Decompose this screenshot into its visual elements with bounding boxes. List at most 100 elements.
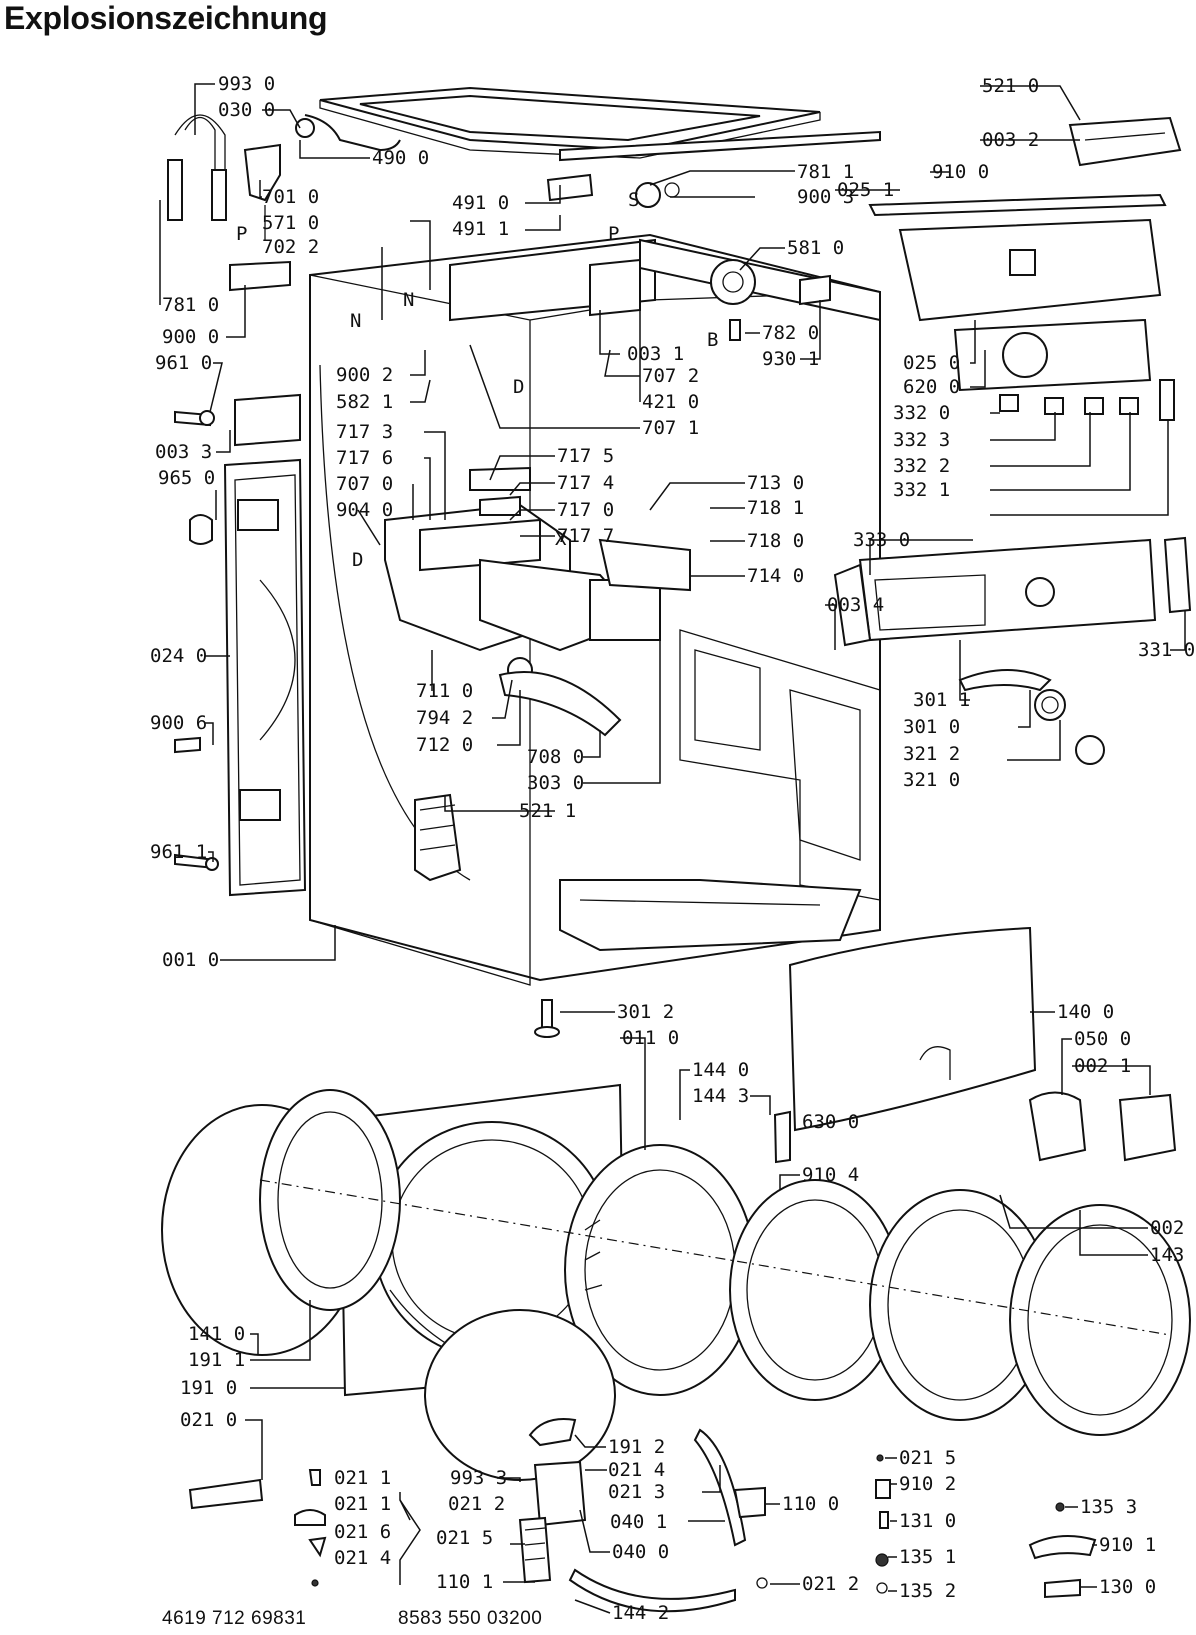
part-number-label: 021 0 — [180, 1409, 237, 1431]
part-number-label: 713 0 — [747, 472, 804, 494]
part-number-label: 191 2 — [608, 1436, 665, 1458]
rear-tub-191 — [161, 1089, 401, 1356]
part-number-label: 141 0 — [188, 1323, 245, 1345]
part-number-label: 904 0 — [336, 499, 393, 521]
detergent-dispenser — [384, 466, 691, 737]
part-number-label: 021 4 — [608, 1459, 665, 1481]
part-number-label: 331 0 — [1138, 639, 1195, 661]
part-number-label: 714 0 — [747, 565, 804, 587]
part-number-label: 900 3 — [797, 186, 854, 208]
part-number-label: 491 1 — [452, 218, 509, 240]
part-number-label: 144 2 — [612, 1602, 669, 1624]
part-number-label: 021 4 — [334, 1547, 391, 1569]
part-number-label: 130 0 — [1099, 1576, 1156, 1598]
part-number-label: 021 2 — [802, 1573, 859, 1595]
door-gasket-144 — [564, 1144, 756, 1396]
part-number-label: 781 0 — [162, 294, 219, 316]
part-number-label: 900 2 — [336, 364, 393, 386]
part-number-label: 332 2 — [893, 455, 950, 477]
part-number-label: 630 0 — [802, 1111, 859, 1133]
part-number-label: 021 5 — [436, 1527, 493, 1549]
part-number-label: 782 0 — [762, 322, 819, 344]
top-lid — [319, 86, 881, 162]
reference-letter: S — [628, 189, 639, 211]
page-title: Explosionszeichnung — [4, 0, 328, 36]
part-number-label: 003 2 — [982, 129, 1039, 151]
part-number-label: 582 1 — [336, 391, 393, 413]
part-number-label: 910 2 — [899, 1473, 956, 1495]
part-number-label: 002 0 — [1150, 1217, 1196, 1239]
part-number-label: 332 0 — [893, 402, 950, 424]
part-number-label: 021 2 — [448, 1493, 505, 1515]
reference-letter: P — [608, 223, 619, 245]
part-number-label: 521 0 — [982, 75, 1039, 97]
top-cover-050 — [788, 926, 1177, 1162]
part-number-label: 707 2 — [642, 365, 699, 387]
part-number-label: 717 3 — [336, 421, 393, 443]
part-number-label: 718 0 — [747, 530, 804, 552]
part-number-label: 490 0 — [372, 147, 429, 169]
part-number-label: 030 0 — [218, 99, 275, 121]
part-number-label: 581 0 — [787, 237, 844, 259]
part-number-label: 333 0 — [853, 529, 910, 551]
tub-underside-191-2 — [424, 1309, 616, 1481]
part-number-label: 003 1 — [627, 343, 684, 365]
part-number-label: 131 0 — [899, 1510, 956, 1532]
part-number-label: 712 0 — [416, 734, 473, 756]
part-number-label: 002 1 — [1074, 1055, 1131, 1077]
part-number-label: 021 1 — [334, 1467, 391, 1489]
part-number-label: 021 1 — [334, 1493, 391, 1515]
control-panel-front — [833, 536, 1192, 765]
part-number-label: 707 0 — [336, 473, 393, 495]
part-number-label: 707 1 — [642, 417, 699, 439]
part-number-label: 143 0 — [1150, 1244, 1196, 1266]
leader-lines — [159, 83, 1186, 1614]
part-number-label: 025 0 — [903, 352, 960, 374]
part-number-label: 571 0 — [262, 212, 319, 234]
part-number-label: 303 0 — [527, 772, 584, 794]
part-number-label: 910 0 — [932, 161, 989, 183]
part-number-label: 993 0 — [218, 73, 275, 95]
right-small-parts — [756, 1454, 1097, 1599]
part-number-label: 620 0 — [903, 376, 960, 398]
part-number-label: 930 1 — [762, 348, 819, 370]
part-number-label: 702 2 — [262, 236, 319, 258]
part-number-label: 332 3 — [893, 429, 950, 451]
part-number-label: 491 0 — [452, 192, 509, 214]
control-electronics — [868, 116, 1182, 421]
part-number-label: 040 0 — [612, 1541, 669, 1563]
part-number-label: 900 6 — [150, 712, 207, 734]
part-number-label: 110 1 — [436, 1571, 493, 1593]
part-number-label: 021 3 — [608, 1481, 665, 1503]
reference-letter: X — [555, 528, 567, 550]
part-number-label: 781 1 — [797, 161, 854, 183]
part-number-label: 701 0 — [262, 186, 319, 208]
part-number-label: 521 1 — [519, 800, 576, 822]
part-number-label: 717 7 — [557, 525, 614, 547]
part-number-label: 717 4 — [557, 472, 614, 494]
part-number-label: 321 0 — [903, 769, 960, 791]
part-number-label: 021 6 — [334, 1521, 391, 1543]
part-number-label: 144 3 — [692, 1085, 749, 1107]
part-number-label: 040 1 — [610, 1511, 667, 1533]
part-number-label: 301 2 — [617, 1001, 674, 1023]
part-number-label: 110 0 — [782, 1493, 839, 1515]
reference-letter: N — [403, 289, 414, 311]
part-number-label: 135 3 — [1080, 1496, 1137, 1518]
reference-letter: P — [236, 223, 247, 245]
part-number-label: 025 1 — [837, 179, 894, 201]
part-number-label: 421 0 — [642, 391, 699, 413]
part-number-label: 332 1 — [893, 479, 950, 501]
part-number-label: 191 0 — [180, 1377, 237, 1399]
part-number-label: 024 0 — [150, 645, 207, 667]
part-number-label: 301 1 — [913, 689, 970, 711]
part-number-label: 910 1 — [1099, 1534, 1156, 1556]
left-side-panel — [223, 393, 307, 897]
part-number-label: 900 0 — [162, 326, 219, 348]
part-number-label: 910 4 — [802, 1164, 859, 1186]
part-number-label: 021 5 — [899, 1447, 956, 1469]
part-number-label: 003 4 — [827, 594, 884, 616]
part-number-label: 301 0 — [903, 716, 960, 738]
